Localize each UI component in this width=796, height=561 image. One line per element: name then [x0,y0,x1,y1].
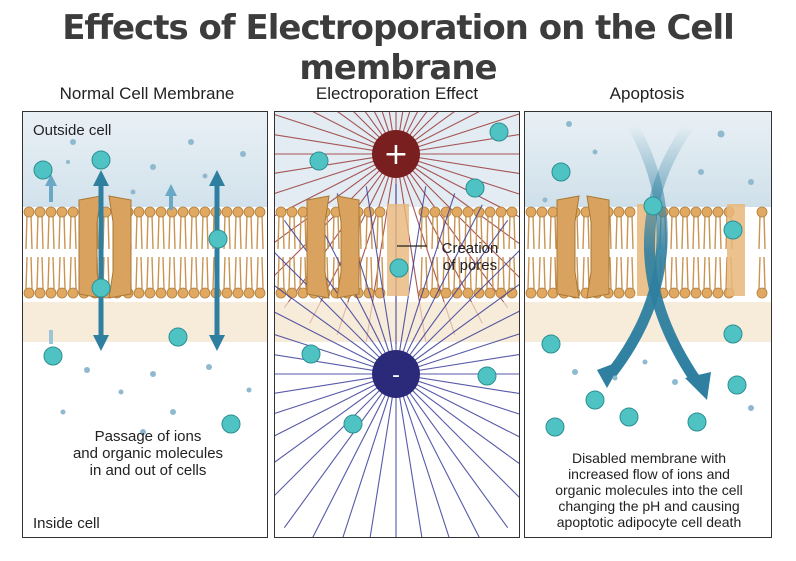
normal-caption-line: and organic molecules [72,445,224,462]
channel-protein [306,195,360,299]
small-particles [60,139,252,435]
apoptosis-illustration [525,112,771,437]
transport-arrows [45,170,225,351]
electroporation-panel: + - Creation of pores [274,111,520,538]
apoptosis-caption-line: organic molecules into the cell [555,482,743,498]
normal-caption: Passage of ions and organic molecules in… [43,428,253,479]
apoptosis-caption: Disabled membrane with increased flow of… [529,450,769,530]
positive-symbol: + [383,137,408,172]
apoptosis-caption-line: increased flow of ions and [568,466,730,482]
lipid-bilayer [23,206,267,342]
negative-symbol: - [392,363,400,388]
small-particles [542,121,754,411]
normal-caption-line: Passage of ions [94,428,202,445]
panel-title-normal: Normal Cell Membrane [59,84,235,103]
panel-title-apoptosis: Apoptosis [609,84,685,103]
panel-title-electroporation: Electroporation Effect [315,84,479,103]
normal-membrane-illustration [23,112,267,435]
apoptosis-caption-line: changing the pH and causing [558,498,740,514]
electroporation-illustration: + - [275,112,519,537]
negative-field-lines [275,184,519,537]
pore-zone [387,204,409,296]
extracellular-space [23,112,267,207]
apoptosis-panel: Disabled membrane with increased flow of… [524,111,772,538]
apoptosis-caption-line: apoptotic adipocyte cell death [556,514,742,530]
normal-membrane-panel: Outside cell Passage of ions and organic… [22,111,268,538]
ions [301,122,509,434]
apoptosis-caption-line: Disabled membrane with [571,450,727,466]
channel-protein [78,195,132,299]
ions [33,150,241,434]
pores-label: Creation of pores [425,240,515,274]
pores-label-line: of pores [442,257,498,274]
diagram-title: Effects of Electroporation on the Cell m… [62,8,735,88]
negative-electrode [372,350,420,398]
positive-electrode [372,130,420,178]
pores-label-line: Creation [441,240,499,257]
influx-arrows [597,122,711,400]
inside-cell-label: Inside cell [33,515,100,532]
outside-cell-label: Outside cell [33,122,112,139]
normal-caption-line: in and out of cells [89,462,207,479]
channel-protein [556,195,610,299]
ions [541,162,747,437]
